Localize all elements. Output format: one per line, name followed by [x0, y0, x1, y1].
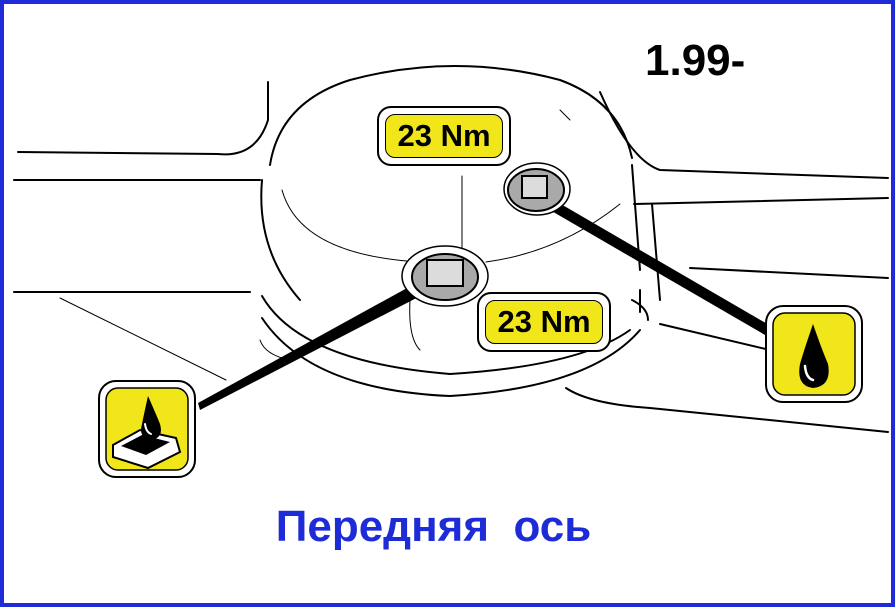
diagram-caption: Передняя ось	[0, 502, 895, 552]
torque-value-top: 23 Nm	[385, 114, 503, 158]
caption-text: Передняя ось	[275, 502, 592, 551]
torque-value-bottom: 23 Nm	[485, 300, 603, 344]
version-label: 1.99-	[645, 36, 746, 85]
torque-label-top: 23 Nm	[377, 106, 511, 166]
filler-plug	[503, 162, 571, 216]
torque-label-bottom: 23 Nm	[477, 292, 611, 352]
sealant-drop-on-surface-icon	[98, 380, 196, 478]
oil-drop-icon	[765, 305, 863, 403]
drain-plug	[401, 245, 489, 307]
